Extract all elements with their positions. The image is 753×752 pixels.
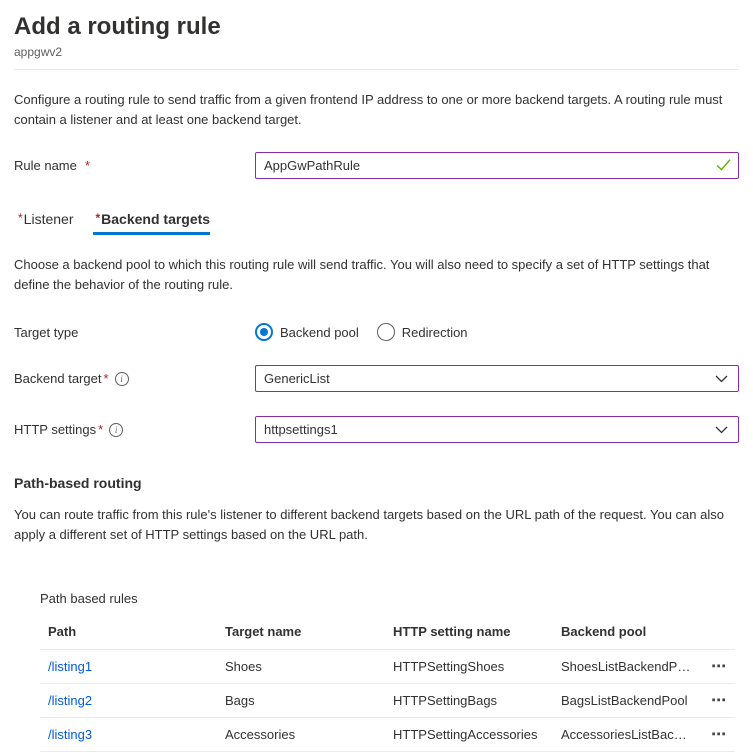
required-asterisk: * xyxy=(103,371,109,386)
path-rules-table-label: Path based rules xyxy=(40,591,138,606)
info-icon[interactable]: i xyxy=(109,422,124,437)
column-header-menu xyxy=(700,618,735,650)
path-link[interactable]: /listing1 xyxy=(48,659,93,674)
valid-check-icon xyxy=(716,159,731,174)
backend-tab-description: Choose a backend pool to which this rout… xyxy=(14,257,710,292)
target-type-row: Target type Backend pool Redirection xyxy=(14,323,739,341)
rule-name-label-text: Rule name xyxy=(14,158,77,173)
header-divider xyxy=(14,69,739,70)
backend-target-dropdown[interactable]: GenericList xyxy=(255,365,739,392)
rule-name-label: Rule name * xyxy=(14,158,255,173)
radio-redirection[interactable]: Redirection xyxy=(376,323,468,341)
required-asterisk: * xyxy=(18,211,23,225)
tab-listener[interactable]: *Listener xyxy=(14,209,75,235)
cell-backend-pool: ShoesListBackendPool xyxy=(553,649,700,684)
chevron-down-icon xyxy=(715,375,728,383)
backend-target-row: Backend target* i GenericList xyxy=(14,365,739,392)
row-menu-ellipsis-button[interactable]: ⋯ xyxy=(711,658,727,675)
backend-target-value: GenericList xyxy=(264,371,330,386)
column-header-backend-pool: Backend pool xyxy=(553,618,700,650)
required-asterisk: * xyxy=(84,158,90,173)
cell-http-setting-name: HTTPSettingShoes xyxy=(385,649,553,684)
radio-backend-pool[interactable]: Backend pool xyxy=(255,323,359,341)
cell-backend-pool: AccessoriesListBackendP… xyxy=(553,717,700,752)
target-type-label: Target type xyxy=(14,325,255,340)
radio-unselected-icon xyxy=(376,323,395,341)
target-type-radio-group: Backend pool Redirection xyxy=(255,323,739,341)
intro-text: Configure a routing rule to send traffic… xyxy=(14,92,723,127)
table-header-row: Path Target name HTTP setting name Backe… xyxy=(40,618,735,650)
cell-path: /listing3 xyxy=(40,717,217,752)
http-settings-dropdown[interactable]: httpsettings1 xyxy=(255,416,739,443)
target-type-control: Backend pool Redirection xyxy=(255,323,739,341)
cell-menu: ⋯ xyxy=(700,649,735,684)
cell-menu: ⋯ xyxy=(700,717,735,752)
radio-backend-pool-label: Backend pool xyxy=(280,324,359,340)
path-link[interactable]: /listing3 xyxy=(48,727,93,742)
radio-redirection-label: Redirection xyxy=(401,324,468,340)
page-subtitle: appgwv2 xyxy=(14,45,63,59)
cell-target-name: Shoes xyxy=(217,649,385,684)
backend-target-label-text: Backend target* xyxy=(14,371,109,386)
required-asterisk: * xyxy=(98,422,104,437)
tab-backend-targets-label: Backend targets xyxy=(101,211,211,227)
backend-target-label: Backend target* i xyxy=(14,371,255,386)
tab-backend-targets[interactable]: *Backend targets xyxy=(91,209,212,235)
path-rules-table: Path Target name HTTP setting name Backe… xyxy=(40,618,735,752)
column-header-http-setting-name: HTTP setting name xyxy=(385,618,553,650)
http-settings-control: httpsettings1 xyxy=(255,416,739,443)
http-settings-row: HTTP settings* i httpsettings1 xyxy=(14,416,739,443)
path-link[interactable]: /listing2 xyxy=(48,693,93,708)
http-settings-value: httpsettings1 xyxy=(264,422,338,437)
cell-http-setting-name: HTTPSettingBags xyxy=(385,683,553,718)
http-settings-label: HTTP settings* i xyxy=(14,422,255,437)
http-settings-label-text: HTTP settings* xyxy=(14,422,104,437)
page-title: Add a routing rule xyxy=(14,13,221,40)
cell-path: /listing2 xyxy=(40,683,217,718)
rule-name-control xyxy=(255,152,739,179)
cell-target-name: Accessories xyxy=(217,717,385,752)
rule-name-row: Rule name * xyxy=(14,152,739,179)
target-type-label-text: Target type xyxy=(14,324,79,340)
row-menu-ellipsis-button[interactable]: ⋯ xyxy=(711,726,727,743)
cell-menu: ⋯ xyxy=(700,683,735,718)
cell-path: /listing1 xyxy=(40,649,217,684)
tab-strip: *Listener *Backend targets xyxy=(14,209,739,235)
required-asterisk: * xyxy=(95,211,101,225)
radio-selected-icon xyxy=(255,323,273,341)
tab-listener-label: Listener xyxy=(23,211,74,227)
chevron-down-icon xyxy=(715,426,728,434)
backend-target-control: GenericList xyxy=(255,365,739,392)
info-icon[interactable]: i xyxy=(114,371,129,386)
cell-target-name: Bags xyxy=(217,683,385,718)
cell-backend-pool: BagsListBackendPool xyxy=(553,683,700,718)
column-header-path: Path xyxy=(40,618,217,650)
cell-http-setting-name: HTTPSettingAccessories xyxy=(385,717,553,752)
path-based-routing-description: You can route traffic from this rule's l… xyxy=(14,507,724,542)
rule-name-input[interactable] xyxy=(255,152,739,179)
path-based-routing-heading: Path-based routing xyxy=(14,475,142,491)
column-header-target-name: Target name xyxy=(217,618,385,650)
